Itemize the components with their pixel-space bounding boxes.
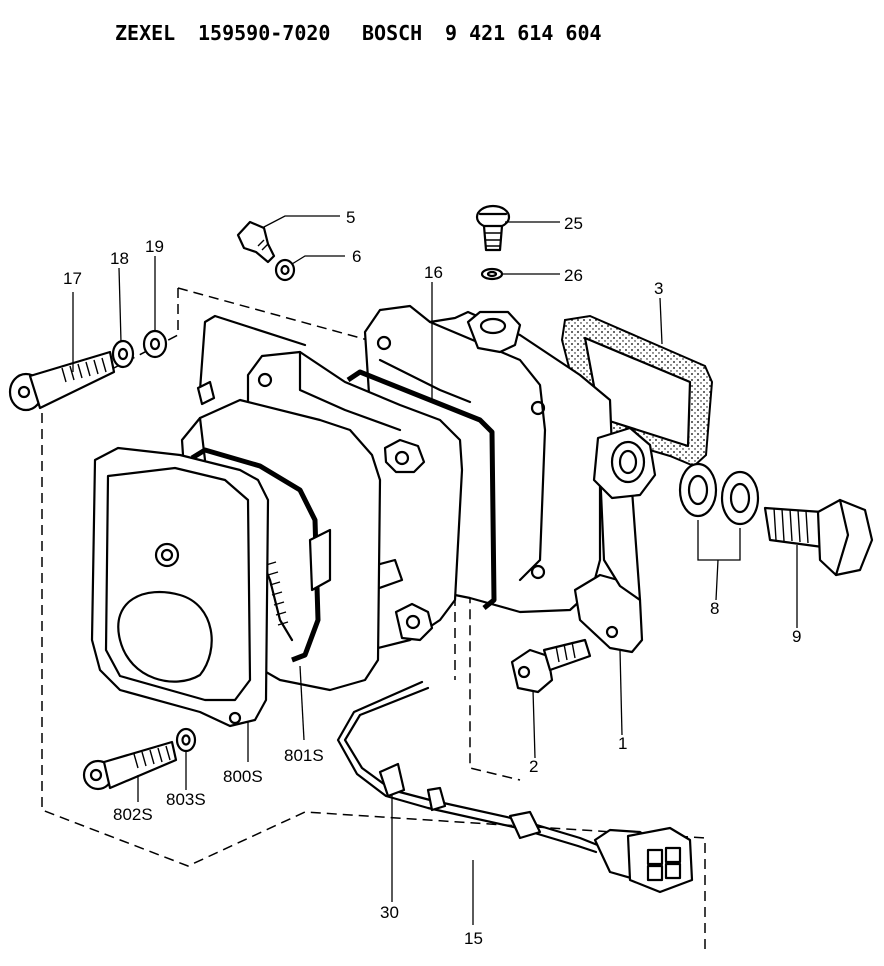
callout-803s: 803S [166,790,206,809]
leader-lines [72,215,798,925]
control-rod [198,314,307,392]
callout-18: 18 [110,249,129,268]
washer-26 [480,267,504,281]
washer-6 [274,258,296,282]
washer-19 [142,329,168,359]
washer-18 [111,339,135,369]
callout-6: 6 [352,247,361,266]
callout-8: 8 [710,599,719,618]
callout-801s: 801S [284,746,324,765]
callout-2: 2 [529,757,538,776]
callout-800s: 800S [223,767,263,786]
callout-15: 15 [464,929,483,948]
o-ring-16 [346,369,497,610]
control-rod-clip [196,380,216,406]
header-make-bosch: BOSCH [362,21,422,45]
cable-connector [593,826,694,894]
mounting-flange-1 [573,468,644,654]
washer-pair-8 [678,462,760,526]
screw-25 [475,204,511,252]
callout-26: 26 [564,266,583,285]
callout-802s: 802S [113,805,153,824]
callout-1: 1 [618,734,627,753]
callout-17: 17 [63,269,82,288]
o-ring-801s [190,447,321,663]
callouts: 5 6 25 26 3 16 17 18 19 8 9 1 2 800S 801… [63,208,801,948]
front-cover-800s [90,446,270,728]
screw-5 [236,220,276,264]
bolt-2 [510,638,592,694]
banjo-port [592,426,657,500]
callout-5: 5 [346,208,355,227]
callout-25: 25 [564,214,583,233]
header-part-bosch: 9 421 614 604 [445,21,602,45]
washer-803s [175,727,197,753]
callout-19: 19 [145,237,164,256]
callout-16: 16 [424,263,443,282]
callout-3: 3 [654,279,663,298]
bolt-17 [8,350,116,412]
top-nut [466,310,522,354]
header-part-zexel: 159590-7020 [198,21,330,45]
header: ZEXEL 159590-7020 BOSCH 9 421 614 604 [115,21,602,45]
callout-30: 30 [380,903,399,922]
header-make-zexel: ZEXEL [115,21,175,45]
bolt-802s [82,740,178,791]
callout-9: 9 [792,627,801,646]
banjo-bolt-9 [763,498,874,577]
sensor-cable-15 [336,680,602,854]
